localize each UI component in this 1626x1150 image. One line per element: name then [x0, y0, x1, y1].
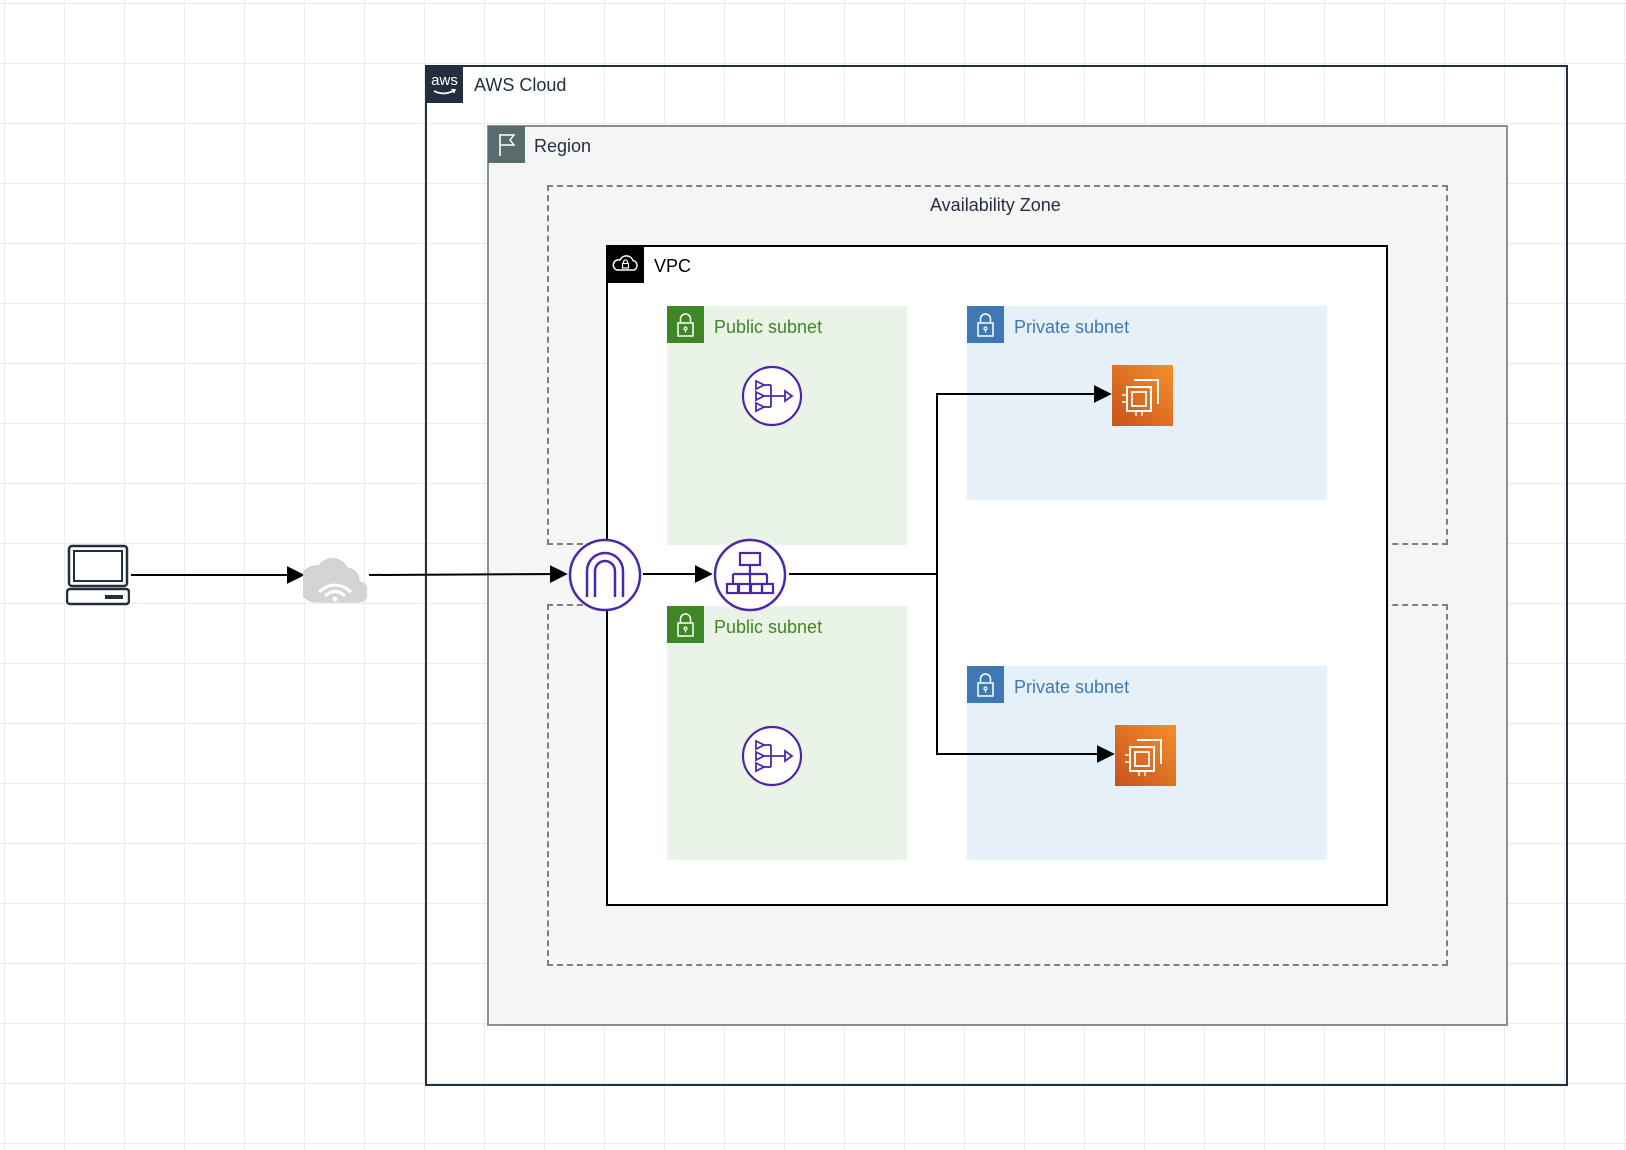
private-subnet-1-label: Private subnet — [1014, 317, 1130, 337]
subnet-lock-icon — [967, 306, 1004, 343]
nat-gateway-icon[interactable] — [741, 725, 803, 787]
application-load-balancer-icon[interactable] — [713, 538, 787, 612]
vpc-label: VPC — [654, 256, 692, 276]
private-subnet-2-label: Private subnet — [1014, 677, 1130, 697]
subnet-lock-icon — [667, 306, 704, 343]
ec2-instance-icon[interactable] — [1115, 725, 1176, 786]
aws-logo-icon: aws — [426, 66, 463, 103]
wifi-cloud-icon[interactable] — [298, 544, 369, 606]
availability-zone-label: Availability Zone — [930, 195, 1061, 215]
vpc-cloud-lock-icon — [607, 246, 644, 283]
svg-text:aws: aws — [431, 72, 458, 89]
nat-gateway-icon[interactable] — [741, 365, 803, 427]
laptop-client-icon[interactable] — [65, 544, 131, 606]
internet-gateway-icon[interactable] — [568, 538, 642, 612]
public-subnet-1-label: Public subnet — [714, 317, 823, 337]
region-flag-icon — [488, 126, 525, 163]
ec2-instance-icon[interactable] — [1112, 365, 1173, 426]
public-subnet-2-label: Public subnet — [714, 617, 823, 637]
subnet-lock-icon — [967, 666, 1004, 703]
aws-cloud-label: AWS Cloud — [474, 75, 567, 95]
subnet-lock-icon — [667, 606, 704, 643]
region-label: Region — [534, 136, 592, 156]
